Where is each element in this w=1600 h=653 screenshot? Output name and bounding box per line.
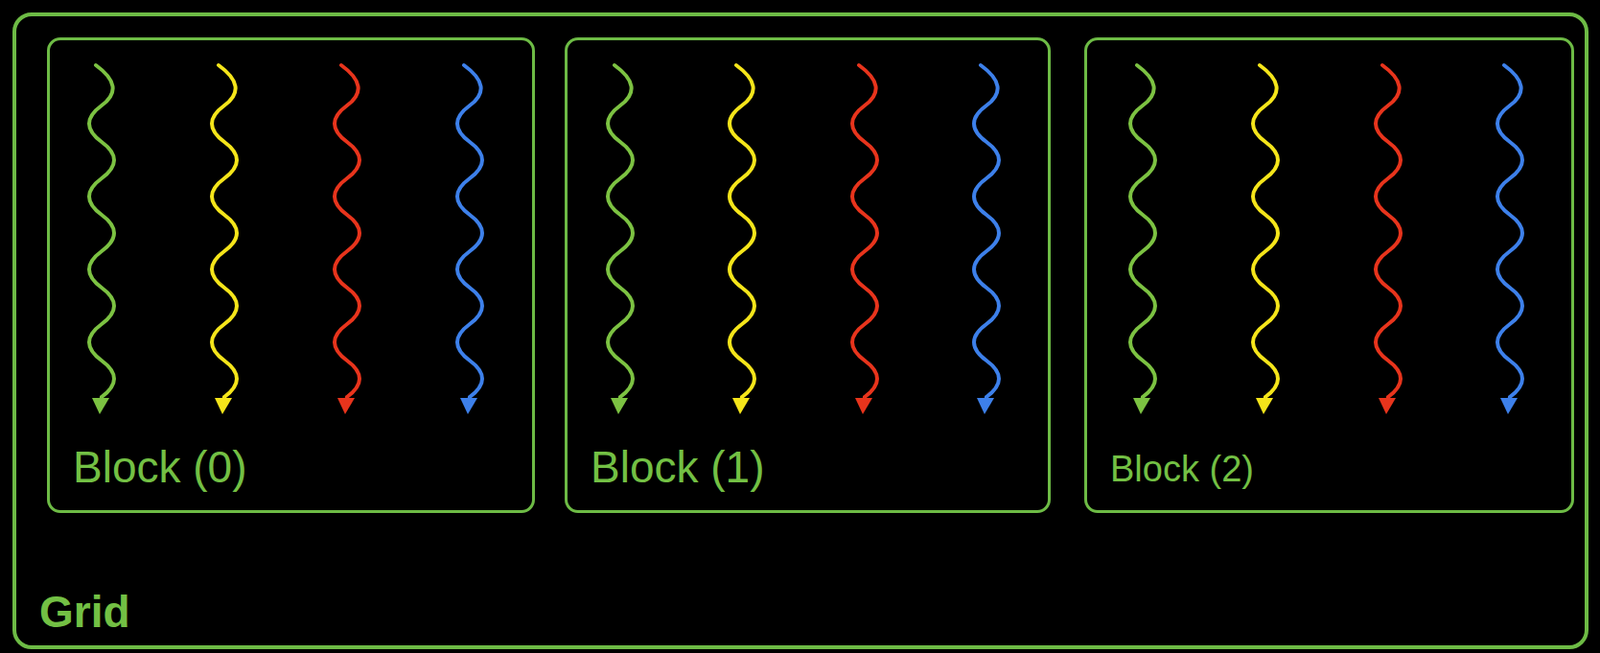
thread-arrow [89, 65, 115, 415]
thread-arrow [1252, 65, 1278, 415]
thread-arrow [1375, 65, 1401, 415]
thread-arrow [211, 65, 237, 415]
block-box: Block (1) [564, 37, 1051, 513]
block-label: Block (0) [72, 444, 247, 489]
thread-arrow [1497, 65, 1523, 415]
thread-arrow [1130, 65, 1156, 415]
grid-box: Grid Block (0) Block (1) Block (2) [12, 12, 1589, 650]
block-1-threads [607, 65, 999, 415]
block-2-threads [1130, 65, 1523, 415]
thread-arrow [334, 65, 360, 415]
thread-arrow [852, 65, 878, 415]
block-label: Block (1) [590, 444, 765, 489]
thread-arrow [607, 65, 633, 415]
thread-arrow [729, 65, 755, 415]
block-label: Block (2) [1110, 450, 1254, 487]
thread-arrow [973, 65, 999, 415]
thread-arrow [457, 65, 483, 415]
grid-label: Grid [39, 589, 131, 634]
block-0-threads [89, 65, 483, 415]
block-box: Block (2) [1084, 37, 1575, 513]
block-box: Block (0) [46, 37, 535, 513]
